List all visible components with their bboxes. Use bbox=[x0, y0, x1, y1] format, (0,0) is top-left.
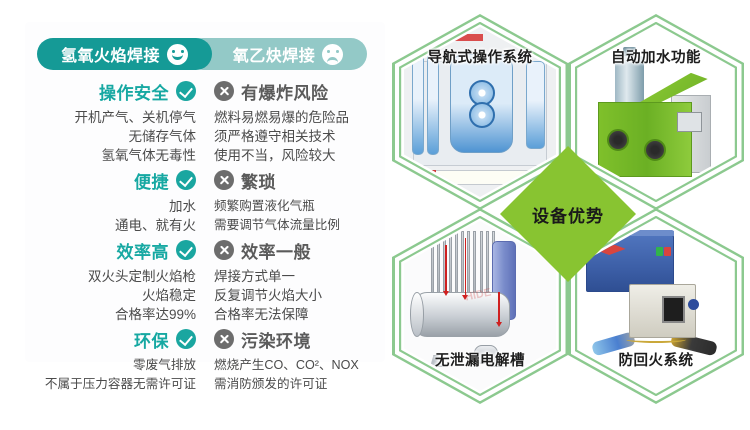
comparison-bad-cell: 污染环境 燃烧产生CO、CO²、NOX 需消防颁发的许可证 bbox=[205, 326, 385, 394]
bad-line: 合格率无法保障 bbox=[214, 307, 309, 322]
comparison-row-environment: 环保 零废气排放 不属于压力容器无需许可证 污染环境 燃烧产生CO、CO²、NO… bbox=[25, 326, 385, 394]
good-title: 操作安全 bbox=[99, 83, 169, 103]
advantage-label: 无泄漏电解槽 bbox=[435, 353, 525, 369]
advantage-label: 导航式操作系统 bbox=[427, 50, 533, 66]
bad-line: 焊接方式单一 bbox=[214, 269, 295, 284]
check-circle-icon bbox=[176, 240, 196, 260]
x-circle-icon bbox=[214, 81, 234, 101]
pill-bad-label: 氧乙炔焊接 bbox=[232, 48, 316, 65]
good-line: 不属于压力容器无需许可证 bbox=[44, 377, 196, 391]
good-line: 通电、就有火 bbox=[115, 218, 196, 233]
comparison-rows: 操作安全 开机产气、关机停气 无储存气体 氢氧气体无毒性 有爆炸风险 bbox=[25, 78, 385, 396]
frowny-face-icon bbox=[322, 43, 344, 65]
x-circle-icon bbox=[214, 240, 234, 260]
comparison-good-cell: 效率高 双火头定制火焰枪 火焰稳定 合格率达99% bbox=[25, 237, 205, 324]
bad-line: 须严格遵守相关技术 bbox=[214, 129, 336, 144]
bad-line: 需消防颁发的许可证 bbox=[214, 377, 328, 391]
good-line: 合格率达99% bbox=[114, 307, 196, 322]
comparison-row-safety: 操作安全 开机产气、关机停气 无储存气体 氢氧气体无毒性 有爆炸风险 bbox=[25, 78, 385, 165]
pill-oxyhydrogen-welding: 氢氧火焰焊接 bbox=[37, 38, 212, 70]
bad-line: 反复调节火焰大小 bbox=[214, 288, 322, 303]
bad-title: 繁琐 bbox=[241, 172, 276, 192]
advantage-label: 防回火系统 bbox=[618, 353, 694, 369]
bad-line: 需要调节气体流量比例 bbox=[214, 218, 340, 232]
good-line: 双火头定制火焰枪 bbox=[88, 269, 196, 284]
check-circle-icon bbox=[176, 329, 196, 349]
advantage-hex-navigation-system[interactable]: 导航式操作系统 bbox=[392, 14, 568, 210]
good-title: 便捷 bbox=[134, 172, 169, 192]
bad-line: 使用不当，风险较大 bbox=[214, 148, 336, 163]
x-circle-icon bbox=[214, 170, 234, 190]
good-line: 无储存气体 bbox=[128, 129, 197, 144]
advantage-hex-leakproof-electrolyzer[interactable]: HIDE 无泄漏电解槽 bbox=[392, 208, 568, 404]
pill-good-label: 氢氧火焰焊接 bbox=[60, 48, 160, 65]
comparison-bad-cell: 效率一般 焊接方式单一 反复调节火焰大小 合格率无法保障 bbox=[205, 237, 385, 324]
check-circle-icon bbox=[176, 81, 196, 101]
advantage-label: 自动加水功能 bbox=[611, 50, 701, 66]
good-line: 开机产气、关机停气 bbox=[74, 110, 197, 125]
bad-title: 污染环境 bbox=[241, 331, 311, 351]
comparison-panel: 氢氧火焰焊接 氧乙炔焊接 操作安全 bbox=[25, 22, 385, 391]
comparison-header: 氢氧火焰焊接 氧乙炔焊接 bbox=[37, 38, 367, 70]
comparison-good-cell: 环保 零废气排放 不属于压力容器无需许可证 bbox=[25, 326, 205, 394]
good-line: 零废气排放 bbox=[133, 358, 196, 372]
check-circle-icon bbox=[176, 170, 196, 190]
center-diamond-label: 设备优势 bbox=[532, 206, 604, 226]
comparison-bad-cell: 有爆炸风险 燃料易燃易爆的危险品 须严格遵守相关技术 使用不当，风险较大 bbox=[205, 78, 385, 165]
advantages-hex-cluster: 导航式操作系统 自动加水功能 bbox=[392, 14, 744, 414]
good-line: 加水 bbox=[169, 199, 196, 214]
comparison-bad-cell: 繁琐 频繁购置液化气瓶 需要调节气体流量比例 bbox=[205, 167, 385, 235]
bad-line: 频繁购置液化气瓶 bbox=[214, 199, 315, 213]
good-title: 环保 bbox=[134, 331, 169, 351]
bad-title: 有爆炸风险 bbox=[241, 83, 329, 103]
good-title: 效率高 bbox=[116, 242, 169, 262]
smiley-face-icon bbox=[167, 43, 188, 65]
good-line: 氢氧气体无毒性 bbox=[101, 148, 197, 163]
comparison-row-efficiency: 效率高 双火头定制火焰枪 火焰稳定 合格率达99% 效率一般 bbox=[25, 237, 385, 324]
bad-line: 燃料易燃易爆的危险品 bbox=[214, 110, 349, 125]
pill-oxyacetylene-welding: 氧乙炔焊接 bbox=[187, 38, 367, 70]
hmi-navigation-screen-photo bbox=[404, 27, 556, 197]
x-circle-icon bbox=[214, 329, 234, 349]
good-line: 火焰稳定 bbox=[142, 288, 196, 303]
bad-title: 效率一般 bbox=[241, 242, 311, 262]
comparison-row-convenience: 便捷 加水 通电、就有火 繁琐 频繁购置液化气瓶 需要调节气 bbox=[25, 167, 385, 235]
comparison-good-cell: 便捷 加水 通电、就有火 bbox=[25, 167, 205, 235]
comparison-good-cell: 操作安全 开机产气、关机停气 无储存气体 氢氧气体无毒性 bbox=[25, 78, 205, 165]
bad-line: 燃烧产生CO、CO²、NOX bbox=[214, 358, 359, 372]
